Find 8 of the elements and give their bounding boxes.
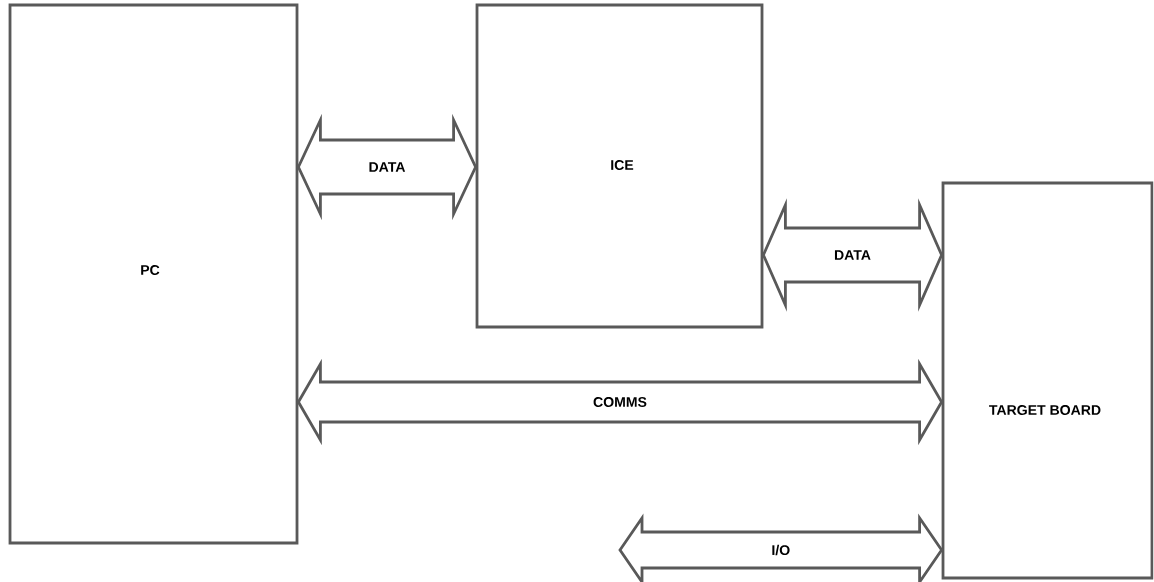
edge-label: I/O — [769, 543, 792, 557]
block-box: PC — [8, 3, 299, 545]
edge-label: COMMS — [591, 395, 649, 409]
block-box: TARGET BOARD — [941, 181, 1154, 580]
block-arrow — [618, 513, 944, 582]
edge-label: DATA — [366, 160, 408, 174]
block-box: ICE — [475, 3, 764, 329]
edge-label: DATA — [832, 248, 873, 262]
